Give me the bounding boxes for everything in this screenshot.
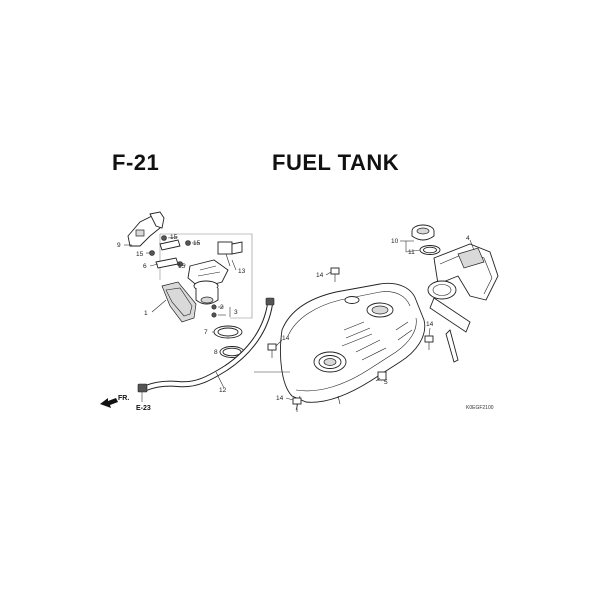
callout: 5	[384, 379, 388, 386]
cap-gasket	[419, 245, 441, 255]
gasket-ring-upper	[213, 325, 243, 339]
front-arrow-icon	[100, 398, 118, 408]
gasket-ring-lower	[219, 346, 245, 358]
callout: 13	[238, 268, 246, 275]
diagram-code: K0EGF2100	[466, 405, 494, 411]
callout: 11	[408, 249, 415, 256]
fuel-pump	[187, 241, 243, 305]
front-direction-indicator: FR.	[100, 395, 129, 408]
cross-reference: E-23	[136, 405, 151, 412]
callout: 14	[316, 272, 324, 279]
callout: 1	[144, 310, 148, 317]
callout: 8	[214, 349, 218, 356]
fuel-filter	[161, 281, 197, 323]
fuel-cap	[411, 224, 435, 241]
callout: 14	[276, 395, 284, 402]
callout: 15	[136, 251, 144, 258]
callout: 12	[219, 387, 227, 394]
callout: 15	[193, 240, 201, 247]
page-title: FUEL TANK	[272, 150, 400, 175]
pump-bracket	[127, 211, 165, 247]
callout: 10	[391, 238, 399, 245]
callout: 2	[220, 304, 224, 311]
callout: 14	[426, 321, 434, 328]
small-fittings	[211, 304, 217, 318]
callout-numbers: 1 2 3 4 5 6 7 8 9 10 11 12 13 14 14 14 1…	[117, 234, 470, 402]
callout: 7	[204, 329, 208, 336]
leader-lines	[124, 236, 475, 401]
page-code: F-21	[112, 150, 160, 175]
fuel-hose	[137, 297, 275, 402]
front-label: FR.	[118, 395, 129, 402]
callout: 3	[234, 309, 238, 316]
tank-mount-bolts	[267, 267, 434, 412]
filler-cover	[427, 243, 499, 363]
fuel-pump-group-frame	[159, 233, 253, 319]
callout: 14	[282, 335, 290, 342]
callout: 9	[117, 242, 121, 249]
bolt-set	[149, 235, 191, 267]
callout: 6	[143, 263, 147, 270]
callout: 15	[178, 263, 186, 270]
retainer-plates	[155, 239, 181, 269]
callout: 15	[170, 234, 178, 241]
callout: 4	[466, 235, 470, 242]
fuel-tank	[280, 282, 426, 411]
